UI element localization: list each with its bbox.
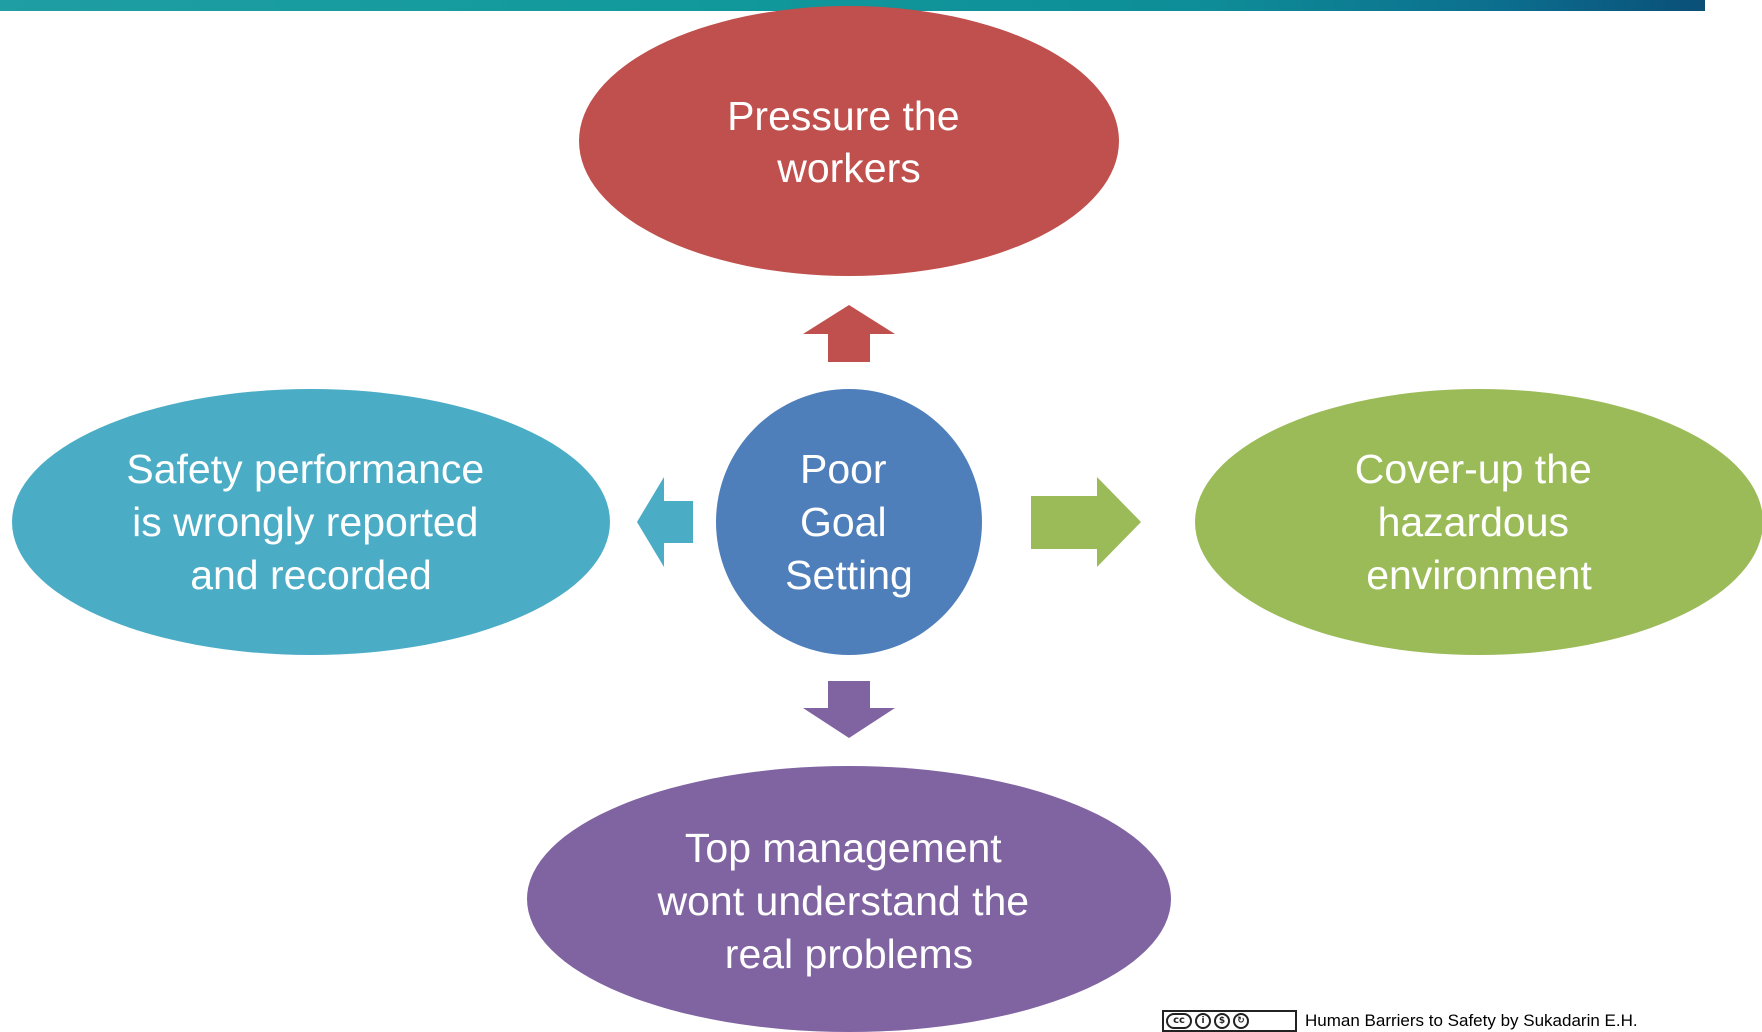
node-bottom-line-2: wont understand the xyxy=(657,878,1030,924)
sa-icon: ↻ xyxy=(1233,1013,1249,1029)
arrow-down-icon xyxy=(803,681,895,738)
node-top-label: Pressure the workers xyxy=(727,93,971,191)
node-right: Cover-up the hazardous environment xyxy=(1195,389,1762,655)
cc-license-badge[interactable]: cc i $ ↻ xyxy=(1162,1010,1297,1032)
arrow-right-icon xyxy=(1031,477,1141,567)
arrow-up-icon xyxy=(803,305,895,362)
by-icon: i xyxy=(1195,1013,1211,1029)
node-left-line-3: and recorded xyxy=(190,552,432,598)
node-top: Pressure the workers xyxy=(579,6,1119,276)
node-bottom-label: Top management wont understand the real … xyxy=(657,825,1041,977)
node-bottom-line-1: Top management xyxy=(685,825,1002,871)
node-center-line-3: Setting xyxy=(785,552,913,598)
node-left-line-2: is wrongly reported xyxy=(132,499,478,545)
node-top-line-2: workers xyxy=(776,145,921,191)
node-top-ellipse xyxy=(579,6,1119,276)
node-left-ellipse xyxy=(12,389,610,655)
nc-icon: $ xyxy=(1214,1013,1230,1029)
header-band xyxy=(0,0,1705,11)
node-top-line-1: Pressure the xyxy=(727,93,959,139)
cc-icon: cc xyxy=(1166,1013,1192,1029)
node-left: Safety performance is wrongly reported a… xyxy=(12,389,610,655)
node-center: Poor Goal Setting xyxy=(716,389,982,655)
license-text: Human Barriers to Safety by Sukadarin E.… xyxy=(1305,1011,1638,1030)
node-bottom-line-3: real problems xyxy=(725,931,973,977)
node-right-ellipse xyxy=(1195,389,1762,655)
node-right-line-1: Cover-up the xyxy=(1355,446,1592,492)
node-center-label: Poor Goal Setting xyxy=(785,446,913,598)
node-bottom: Top management wont understand the real … xyxy=(527,766,1171,1032)
node-bottom-ellipse xyxy=(527,766,1171,1032)
node-right-line-3: environment xyxy=(1366,552,1592,598)
node-right-line-2: hazardous xyxy=(1378,499,1569,545)
arrow-left-icon xyxy=(637,477,693,567)
node-center-circle xyxy=(716,389,982,655)
node-right-label: Cover-up the hazardous environment xyxy=(1355,446,1603,598)
node-center-line-1: Poor xyxy=(800,446,887,492)
node-center-line-2: Goal xyxy=(800,499,887,545)
license-attribution: cc i $ ↻ Human Barriers to Safety by Suk… xyxy=(1162,1010,1638,1032)
node-left-line-1: Safety performance xyxy=(126,446,484,492)
node-left-label: Safety performance is wrongly reported a… xyxy=(126,446,495,598)
